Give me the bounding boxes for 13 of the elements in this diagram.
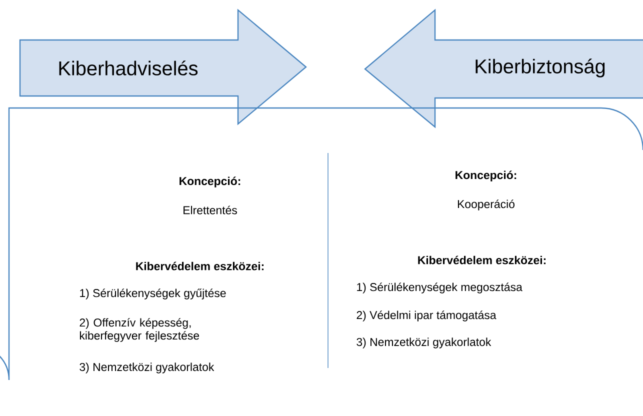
heading: Koncepció: [180, 176, 240, 188]
body-text: Elrettentés [184, 206, 237, 214]
heading: Kibervédelem eszközei: [418, 256, 546, 264]
body-text: Kooperáció [458, 200, 514, 210]
rounded-panel [0, 107, 643, 381]
body-text: 2) Offenzív képesség, kiberfegyver fejlesztése [80, 318, 200, 342]
body-text: 1) Sérülékenységek megosztása [357, 282, 522, 294]
heading: Koncepció: [456, 170, 516, 182]
heading: Kibervédelem eszközei: [136, 262, 264, 270]
body-text: 1) Sérülékenységek gyűjtése [80, 288, 226, 300]
body-text: 3) Nemzetközi gyakorlatok [356, 338, 492, 348]
body-text: 2) Védelmi ipar támogatása [356, 310, 496, 322]
body-text: 3) Nemzetközi gyakorlatok [80, 362, 214, 374]
